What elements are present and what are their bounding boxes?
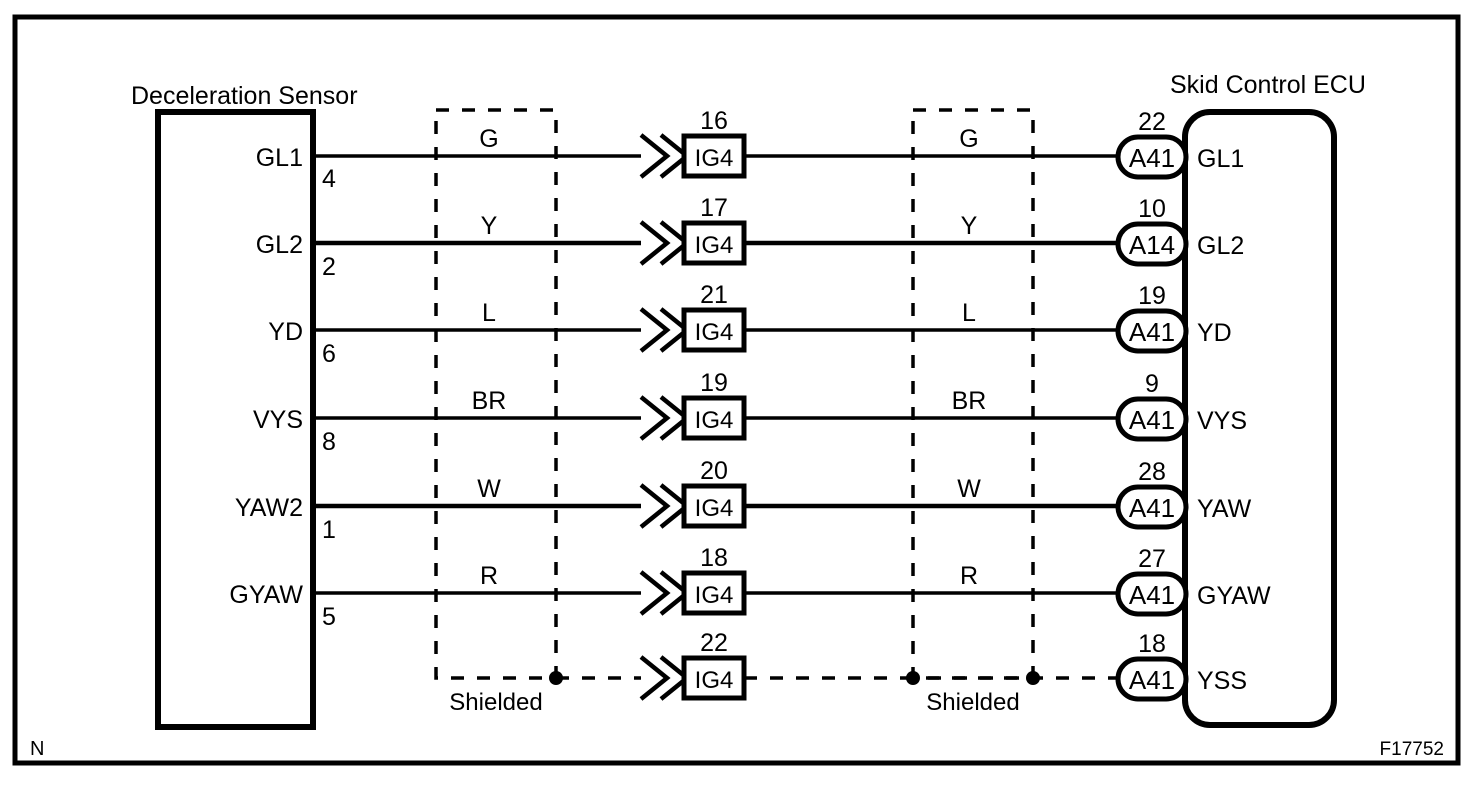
wire-color-right: Y (961, 212, 978, 240)
shield-junction-dot (1026, 671, 1040, 685)
wire-color-left: G (479, 125, 498, 153)
left-component-title: Deceleration Sensor (131, 82, 358, 110)
inline-connector-pin: 20 (700, 457, 728, 485)
ecu-connector-code: A41 (1129, 143, 1175, 173)
connector-chevron-icon (639, 570, 691, 616)
ecu-connector-oval (1115, 656, 1189, 702)
inline-connector-pin: 16 (700, 107, 728, 135)
left-terminal-pin: 1 (322, 516, 336, 544)
connector-chevron-icon (639, 133, 691, 179)
ecu-connector-code: A14 (1129, 230, 1175, 260)
connector-chevron-icon (639, 395, 691, 441)
left-terminal-pin: 5 (322, 603, 336, 631)
wire-color-right: R (960, 562, 978, 590)
inline-connector-pin: 18 (700, 544, 728, 572)
inline-connector-label: IG4 (695, 319, 734, 346)
inline-connector-pin: 22 (700, 629, 728, 657)
inline-connector-label: IG4 (695, 582, 734, 609)
connector-chevron-icon (639, 307, 691, 353)
ecu-terminal-label: YSS (1197, 667, 1247, 695)
ecu-connector-code: A41 (1129, 665, 1175, 695)
page-border (12, 14, 1461, 766)
connector-chevron-icon (639, 220, 691, 266)
wire-color-left: Y (481, 212, 498, 240)
ecu-terminal-label: GL1 (1197, 145, 1244, 173)
skid-control-ecu-box (1182, 109, 1337, 728)
ecu-pin-number: 18 (1138, 630, 1166, 658)
wire-color-right: L (962, 299, 976, 327)
ecu-pin-number: 19 (1138, 282, 1166, 310)
inline-connector-box (681, 307, 747, 353)
ecu-terminal-label: GYAW (1197, 582, 1271, 610)
left-terminal-label: YD (268, 318, 303, 346)
shield-junction-dot (549, 671, 563, 685)
connector-chevron-icon (639, 655, 691, 701)
ecu-connector-oval (1115, 134, 1189, 180)
ecu-pin-number: 9 (1145, 370, 1159, 398)
ecu-pin-number: 10 (1138, 195, 1166, 223)
ecu-connector-oval (1115, 221, 1189, 267)
ecu-connector-oval (1115, 308, 1189, 354)
shield-box-right (911, 108, 1035, 680)
wire-color-left: W (477, 475, 501, 503)
wire-color-right: G (959, 125, 978, 153)
wire-color-right: W (957, 475, 981, 503)
left-terminal-label: GL2 (256, 231, 303, 259)
wire-color-left: R (480, 562, 498, 590)
left-terminal-label: YAW2 (235, 494, 303, 522)
ecu-terminal-label: YD (1197, 319, 1232, 347)
left-terminal-pin: 2 (322, 253, 336, 281)
left-terminal-label: GYAW (229, 581, 303, 609)
inline-connector-label: IG4 (695, 667, 734, 694)
ecu-connector-code: A41 (1129, 580, 1175, 610)
inline-connector-box (681, 655, 747, 701)
inline-connector-label: IG4 (695, 495, 734, 522)
shield-junction-dot (906, 671, 920, 685)
inline-connector-label: IG4 (695, 232, 734, 259)
inline-connector-pin: 19 (700, 369, 728, 397)
figure-code: F17752 (1380, 739, 1444, 760)
inline-connector-label: IG4 (695, 145, 734, 172)
inline-connector-pin: 21 (700, 281, 728, 309)
corner-label: N (30, 738, 44, 760)
shield-label-left: Shielded (449, 689, 542, 716)
left-terminal-pin: 4 (322, 165, 336, 193)
ecu-connector-code: A41 (1129, 493, 1175, 523)
shield-label-right: Shielded (926, 689, 1019, 716)
ecu-connector-code: A41 (1129, 317, 1175, 347)
ecu-terminal-label: VYS (1197, 407, 1247, 435)
shield-box-left (434, 108, 558, 680)
ecu-connector-oval (1115, 396, 1189, 442)
ecu-connector-oval (1115, 571, 1189, 617)
ecu-pin-number: 28 (1138, 458, 1166, 486)
wire-color-left: BR (472, 387, 507, 415)
connector-chevron-icon (639, 483, 691, 529)
ecu-terminal-label: YAW (1197, 495, 1252, 523)
wire-color-left: L (482, 299, 496, 327)
left-terminal-label: VYS (253, 406, 303, 434)
inline-connector-pin: 17 (700, 194, 728, 222)
right-component-title: Skid Control ECU (1170, 71, 1366, 99)
left-terminal-label: GL1 (256, 144, 303, 172)
wire-color-right: BR (952, 387, 987, 415)
ecu-connector-code: A41 (1129, 405, 1175, 435)
left-terminal-pin: 6 (322, 340, 336, 368)
ecu-connector-oval (1115, 484, 1189, 530)
inline-connector-label: IG4 (695, 407, 734, 434)
ecu-pin-number: 27 (1138, 545, 1166, 573)
ecu-terminal-label: GL2 (1197, 232, 1244, 260)
ecu-pin-number: 22 (1138, 108, 1166, 136)
inline-connector-box (681, 133, 747, 179)
left-terminal-pin: 8 (322, 428, 336, 456)
